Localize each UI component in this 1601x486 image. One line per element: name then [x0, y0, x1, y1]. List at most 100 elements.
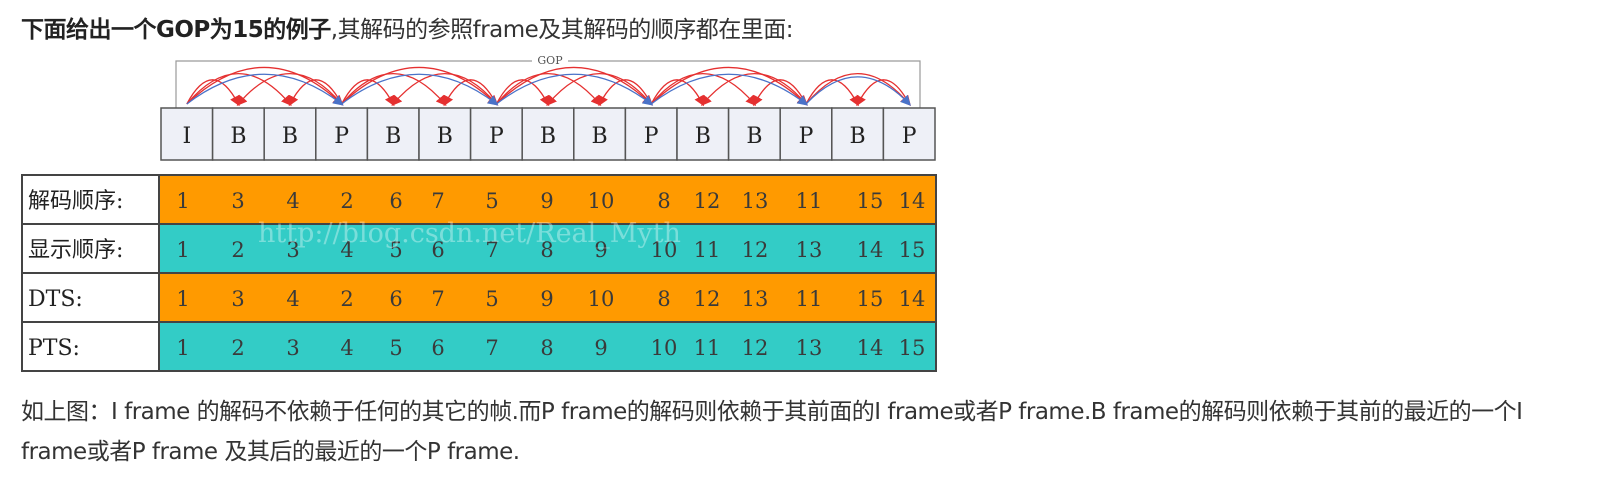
frame-cell [727, 107, 781, 161]
frame-cell [624, 107, 678, 161]
order-value: 13 [796, 238, 823, 262]
intro-bold: 下面给出一个GOP为15的例子 [21, 17, 331, 43]
gop-bracket: GOP [175, 53, 921, 108]
order-value: 12 [742, 336, 769, 360]
reference-arrow [701, 72, 807, 106]
watermark: http://blog.csdn.net/Real_Myth [258, 218, 681, 249]
row-label: 显示顺序: [28, 238, 123, 263]
order-value: 10 [651, 238, 678, 262]
order-value: 14 [899, 287, 926, 311]
order-value: 12 [694, 287, 721, 311]
order-value: 4 [286, 287, 299, 311]
row-label: DTS: [28, 287, 83, 312]
frame-type-label: P [902, 124, 917, 149]
reference-arrow [186, 79, 240, 107]
frame-type-label: B [592, 124, 608, 149]
order-value: 14 [857, 336, 884, 360]
order-value: 7 [431, 287, 444, 311]
reference-arrow [186, 73, 344, 106]
frame-type-label: B [437, 124, 453, 149]
order-value: 9 [594, 238, 607, 262]
row-label: PTS: [28, 336, 80, 361]
frame-cell [263, 107, 317, 161]
order-value: 1 [176, 336, 189, 360]
order-value: 8 [540, 336, 553, 360]
order-value: 12 [742, 238, 769, 262]
frame-type-label: I [182, 124, 191, 149]
reference-arrow [186, 66, 344, 106]
reference-arrow [341, 72, 447, 106]
order-value: 1 [176, 287, 189, 311]
frame-cell [779, 107, 833, 161]
order-value: 9 [594, 336, 607, 360]
frame-cell [315, 107, 369, 161]
frame-type-label: B [282, 124, 298, 149]
order-value: 4 [340, 336, 353, 360]
order-value: 3 [231, 189, 244, 213]
row-value-band [158, 321, 937, 372]
order-value: 15 [857, 287, 884, 311]
order-value: 4 [340, 238, 353, 262]
order-value: 1 [176, 238, 189, 262]
intro-text: 下面给出一个GOP为15的例子,其解码的参照frame及其解码的顺序都在里面: [21, 14, 794, 46]
order-value: 15 [899, 336, 926, 360]
order-value: 6 [431, 336, 444, 360]
order-value: 14 [857, 238, 884, 262]
order-value: 14 [899, 189, 926, 213]
reference-arrow [805, 76, 911, 106]
order-value: 13 [742, 189, 769, 213]
order-value: 10 [651, 336, 678, 360]
order-value: 11 [694, 238, 721, 262]
order-value: 8 [657, 189, 670, 213]
order-value: 3 [231, 287, 244, 311]
frame-cell [573, 107, 627, 161]
frame-type-label: B [746, 124, 762, 149]
frame-cell [160, 107, 214, 161]
reference-arrow [391, 72, 497, 106]
reference-arrow [496, 73, 654, 106]
order-value: 2 [340, 189, 353, 213]
reference-arrow [341, 66, 499, 106]
frame-type-label: B [230, 124, 246, 149]
caption-text: 如上图：I frame 的解码不依赖于任何的其它的帧.而P frame的解码则依… [21, 399, 1523, 465]
reference-arrow [650, 66, 808, 106]
reference-arrow [186, 72, 292, 106]
frame-type-label: B [695, 124, 711, 149]
order-value: 1 [176, 189, 189, 213]
order-value: 5 [389, 336, 402, 360]
frame-type-label: P [799, 124, 814, 149]
order-value: 4 [286, 189, 299, 213]
order-value: 7 [431, 189, 444, 213]
row-value-band [158, 174, 937, 225]
order-value: 2 [340, 287, 353, 311]
row-label-cell [21, 174, 160, 225]
order-value: 7 [485, 336, 498, 360]
order-value: 13 [742, 287, 769, 311]
reference-arrow [805, 72, 911, 106]
gop-label: GOP [537, 54, 563, 67]
order-value: 15 [857, 189, 884, 213]
order-value: 2 [231, 336, 244, 360]
reference-arrow [341, 79, 395, 107]
frame-type-label: B [540, 124, 556, 149]
order-value: 8 [657, 287, 670, 311]
frame-type-label: P [334, 124, 349, 149]
frame-cell [366, 107, 420, 161]
reference-arrow [546, 72, 652, 106]
reference-arrow [650, 79, 705, 107]
order-value: 13 [796, 336, 823, 360]
reference-arrow [236, 72, 343, 106]
order-value: 9 [540, 189, 553, 213]
row-label: 解码顺序: [28, 189, 123, 214]
frame-cell [418, 107, 472, 161]
frame-cell [469, 107, 523, 161]
order-value: 3 [286, 336, 299, 360]
reference-arrow [650, 72, 757, 106]
row-value-band [158, 272, 937, 323]
order-value: 10 [588, 189, 615, 213]
order-value: 12 [694, 189, 721, 213]
order-value: 5 [485, 189, 498, 213]
